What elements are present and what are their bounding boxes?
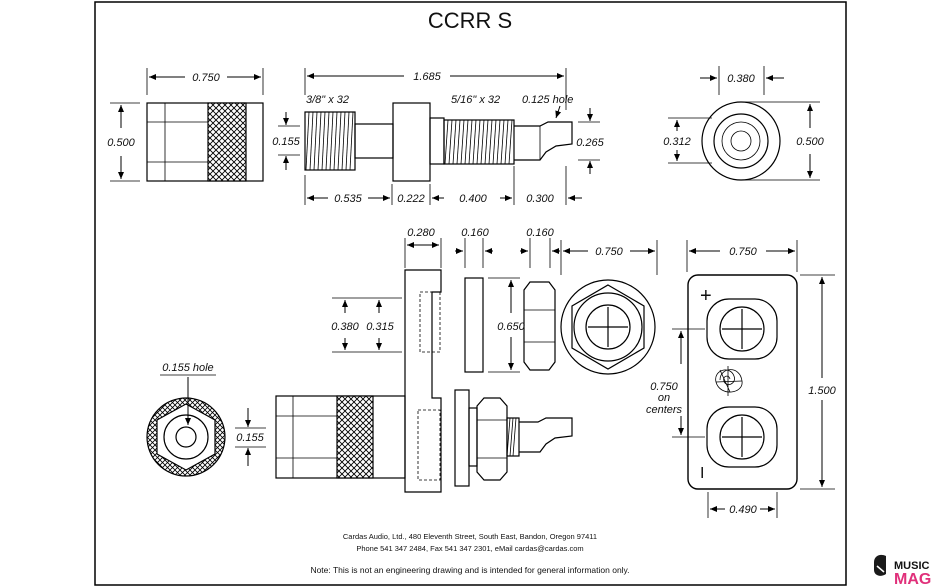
thread-line: [496, 119, 501, 165]
thread-line: [468, 119, 473, 165]
assembly-cap: [275, 395, 406, 479]
company-contact: Phone 541 347 2484, Fax 541 347 2301, eM…: [356, 544, 583, 553]
svg-text:0.312: 0.312: [663, 136, 691, 148]
thread-line: [329, 111, 334, 171]
dim-washer-height: 0.650: [488, 277, 526, 373]
assembly-dims-top: 0.280 0.160 0.160 0.750: [404, 227, 658, 275]
cap-front-view: [146, 397, 226, 477]
svg-text:centers: centers: [646, 404, 683, 416]
thread-line: [492, 119, 497, 165]
assembly-nuts: [454, 389, 573, 487]
hole-label: 0.125 hole: [522, 94, 573, 106]
svg-text:0.500: 0.500: [796, 136, 824, 148]
end-view: [701, 101, 781, 181]
thread-line: [506, 417, 511, 457]
thread-line: [333, 111, 338, 171]
dim-bore: 0.380 0.315: [331, 297, 402, 353]
svg-text:0.750: 0.750: [729, 246, 757, 258]
thread-line: [448, 119, 453, 165]
svg-text:1.685: 1.685: [413, 71, 441, 83]
svg-text:0.155: 0.155: [272, 136, 300, 148]
drawing-title: CCRR S: [428, 8, 512, 33]
dim-stud-length: 1.685: [304, 68, 567, 110]
svg-text:0.315: 0.315: [366, 321, 394, 333]
thread-line: [509, 417, 514, 457]
thread-line: [452, 119, 457, 165]
thread-line: [349, 111, 354, 171]
dim-stud-segments: 0.535 0.222 0.400 0.300: [304, 166, 582, 205]
svg-text:MUSIC: MUSIC: [894, 560, 930, 572]
thread-line: [484, 119, 489, 165]
dim-cap-height: 0.500: [107, 102, 140, 182]
plate-dim-centers: 0.750 on centers: [646, 328, 705, 438]
assembly-body: [404, 269, 556, 493]
svg-text:0.750: 0.750: [192, 72, 220, 84]
thread-line: [500, 119, 505, 165]
plate-dim-height: 1.500: [800, 274, 837, 490]
stud-side-view: [304, 102, 573, 182]
svg-text:0.750: 0.750: [595, 246, 623, 258]
thread-left-label: 3/8" x 32: [306, 94, 349, 106]
thread-line: [444, 119, 449, 165]
thread-line: [504, 119, 509, 165]
plate-dim-width: 0.750: [686, 240, 798, 272]
nautilus-logo: [715, 366, 743, 396]
dim-cap-width: 0.750: [146, 68, 264, 95]
thread-line: [305, 111, 310, 171]
cap-hole-label: 0.155 hole: [162, 362, 213, 374]
svg-text:0.500: 0.500: [107, 137, 135, 149]
svg-text:0.280: 0.280: [407, 227, 435, 239]
dim-tip-height: 0.265: [576, 108, 605, 174]
plate-dim-bottom: 0.490: [707, 492, 778, 518]
svg-text:0.160: 0.160: [461, 227, 489, 239]
dim-stem-dia: 0.155: [272, 112, 301, 170]
thread-line: [337, 111, 342, 171]
svg-text:0.535: 0.535: [334, 193, 362, 205]
thread-right-label: 5/16" x 32: [451, 94, 500, 106]
svg-text:0.490: 0.490: [729, 504, 757, 516]
disclaimer-note: Note: This is not an engineering drawing…: [310, 565, 629, 575]
dim-cap-hole: 0.155: [235, 408, 266, 466]
thread-line: [456, 119, 461, 165]
minus-sign: I: [700, 465, 704, 482]
dim-end-inner-height: 0.312: [663, 117, 712, 164]
thread-line: [512, 417, 517, 457]
svg-text:0.400: 0.400: [459, 193, 487, 205]
thread-line: [313, 111, 318, 171]
thread-line: [488, 119, 493, 165]
cap-side-view: [146, 102, 264, 182]
svg-text:1.500: 1.500: [808, 385, 836, 397]
thread-line: [476, 119, 481, 165]
svg-text:0.155: 0.155: [236, 432, 264, 444]
company-address: Cardas Audio, Ltd., 480 Eleventh Street,…: [343, 532, 597, 541]
thread-line: [325, 111, 330, 171]
plus-sign: +: [700, 285, 712, 307]
thread-line: [309, 111, 314, 171]
svg-text:0.380: 0.380: [331, 321, 359, 333]
svg-text:0.160: 0.160: [526, 227, 554, 239]
thread-line: [460, 119, 465, 165]
svg-text:MAG: MAG: [894, 571, 931, 587]
thread-line: [472, 119, 477, 165]
thread-line: [508, 119, 513, 165]
svg-text:on: on: [658, 392, 670, 404]
thread-line: [321, 111, 326, 171]
thread-line: [341, 111, 346, 171]
svg-text:0.650: 0.650: [497, 321, 525, 333]
thread-line: [480, 119, 485, 165]
terminal-plate: + I: [687, 274, 798, 490]
musicmag-watermark: MUSIC MAG: [874, 554, 931, 587]
thread-line: [464, 119, 469, 165]
dim-end-outer: 0.500: [744, 101, 825, 181]
svg-text:0.380: 0.380: [727, 73, 755, 85]
thread-line: [345, 111, 350, 171]
svg-text:0.265: 0.265: [576, 137, 604, 149]
svg-text:0.750: 0.750: [650, 381, 678, 393]
hex-nut-front: [560, 279, 656, 375]
svg-text:0.222: 0.222: [397, 193, 425, 205]
svg-text:0.300: 0.300: [526, 193, 554, 205]
dim-end-inner: 0.380: [700, 66, 784, 95]
thread-line: [317, 111, 322, 171]
